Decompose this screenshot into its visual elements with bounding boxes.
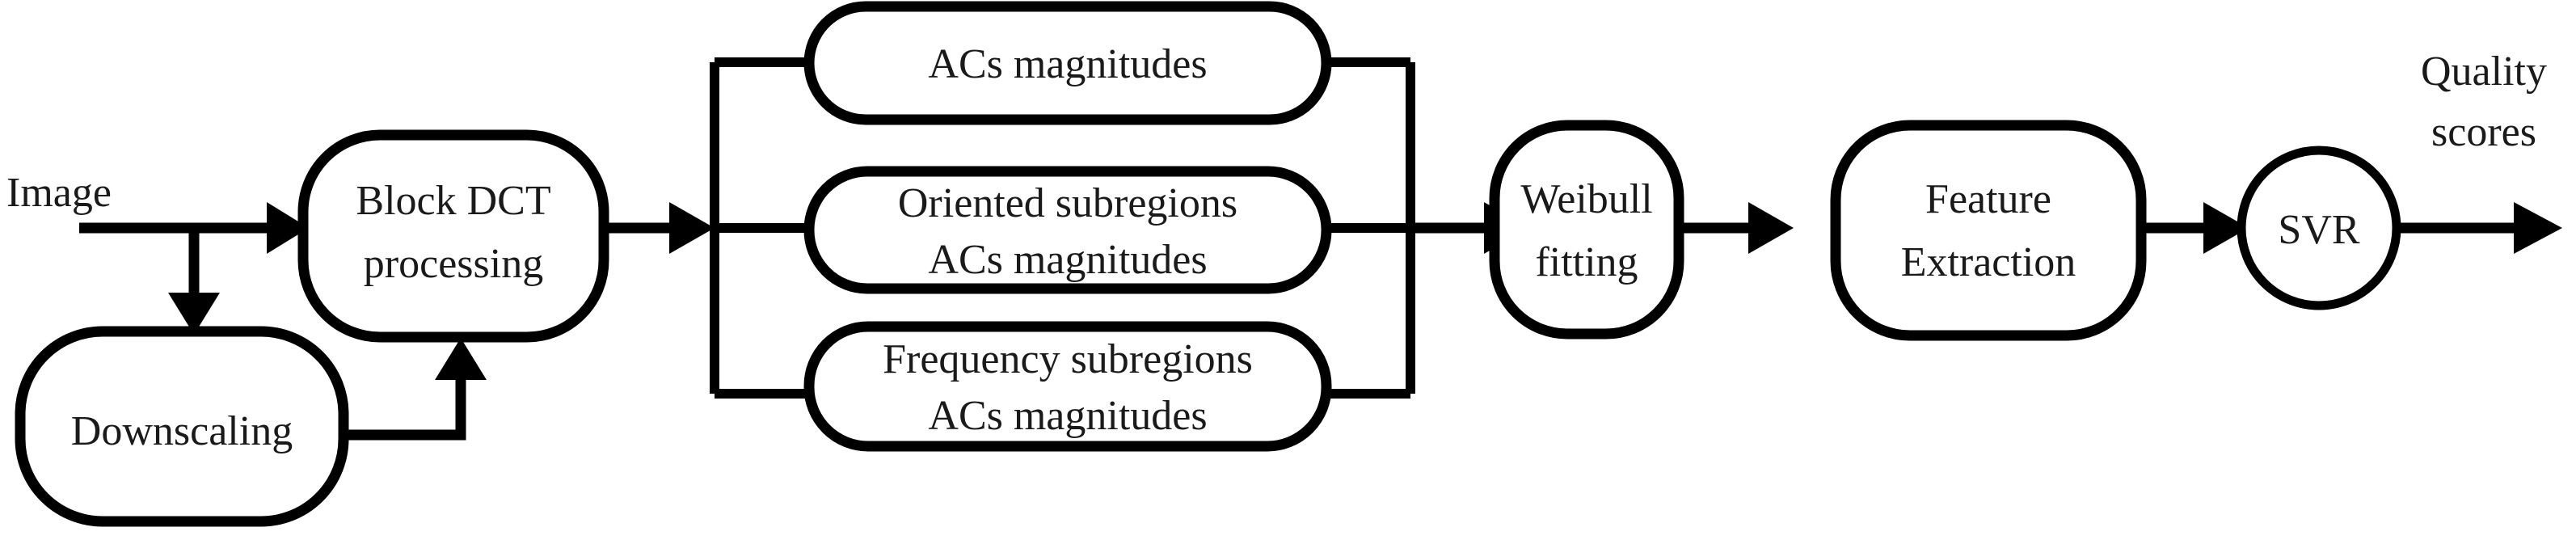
node-frequency-subregions-label-line2: ACs magnitudes xyxy=(928,393,1207,439)
node-weibull-fitting[interactable]: Weibull fitting xyxy=(1489,120,1684,340)
node-feature-extraction[interactable]: Feature Extraction xyxy=(1830,120,2147,341)
edge-feature-to-svr xyxy=(2140,202,2249,254)
node-oriented-subregions[interactable]: Oriented subregions ACs magnitudes xyxy=(803,166,1332,294)
node-frequency-subregions[interactable]: Frequency subregions ACs magnitudes xyxy=(803,321,1332,452)
edge-label-image: Image xyxy=(6,170,112,216)
node-svr-label: SVR xyxy=(2278,207,2359,253)
edge-block-dct-to-bus xyxy=(605,202,715,254)
node-block-dct-processing[interactable]: Block DCT processing xyxy=(297,129,609,343)
node-acs-magnitudes[interactable]: ACs magnitudes xyxy=(803,1,1332,125)
edge-label-quality: Quality xyxy=(2421,49,2547,95)
node-acs-magnitudes-label: ACs magnitudes xyxy=(928,41,1207,87)
edge-weibull-to-feature xyxy=(1676,202,1794,254)
node-downscaling-label: Downscaling xyxy=(71,408,293,454)
node-feature-extraction-label-line2: Extraction xyxy=(1901,239,2076,285)
bus-fanout-left xyxy=(710,57,816,399)
edge-svr-to-output xyxy=(2399,202,2562,254)
edge-image-to-block-dct xyxy=(79,202,309,254)
node-feature-extraction-label-line1: Feature xyxy=(1925,176,2051,222)
edge-label-scores: scores xyxy=(2431,109,2536,155)
bus-merge-right xyxy=(1326,57,1415,399)
node-oriented-subregions-label-line1: Oriented subregions xyxy=(898,180,1237,226)
edge-image-to-downscaling xyxy=(168,228,220,335)
node-oriented-subregions-label-line2: ACs magnitudes xyxy=(928,237,1207,283)
node-frequency-subregions-label-line1: Frequency subregions xyxy=(883,336,1253,382)
node-weibull-fitting-label-line2: fitting xyxy=(1535,239,1638,285)
node-weibull-fitting-label-line1: Weibull xyxy=(1520,176,1652,222)
node-downscaling[interactable]: Downscaling xyxy=(15,326,349,527)
node-block-dct-label-line2: processing xyxy=(364,241,543,287)
node-block-dct-label-line1: Block DCT xyxy=(356,178,550,224)
node-svr[interactable]: SVR xyxy=(2237,146,2401,310)
